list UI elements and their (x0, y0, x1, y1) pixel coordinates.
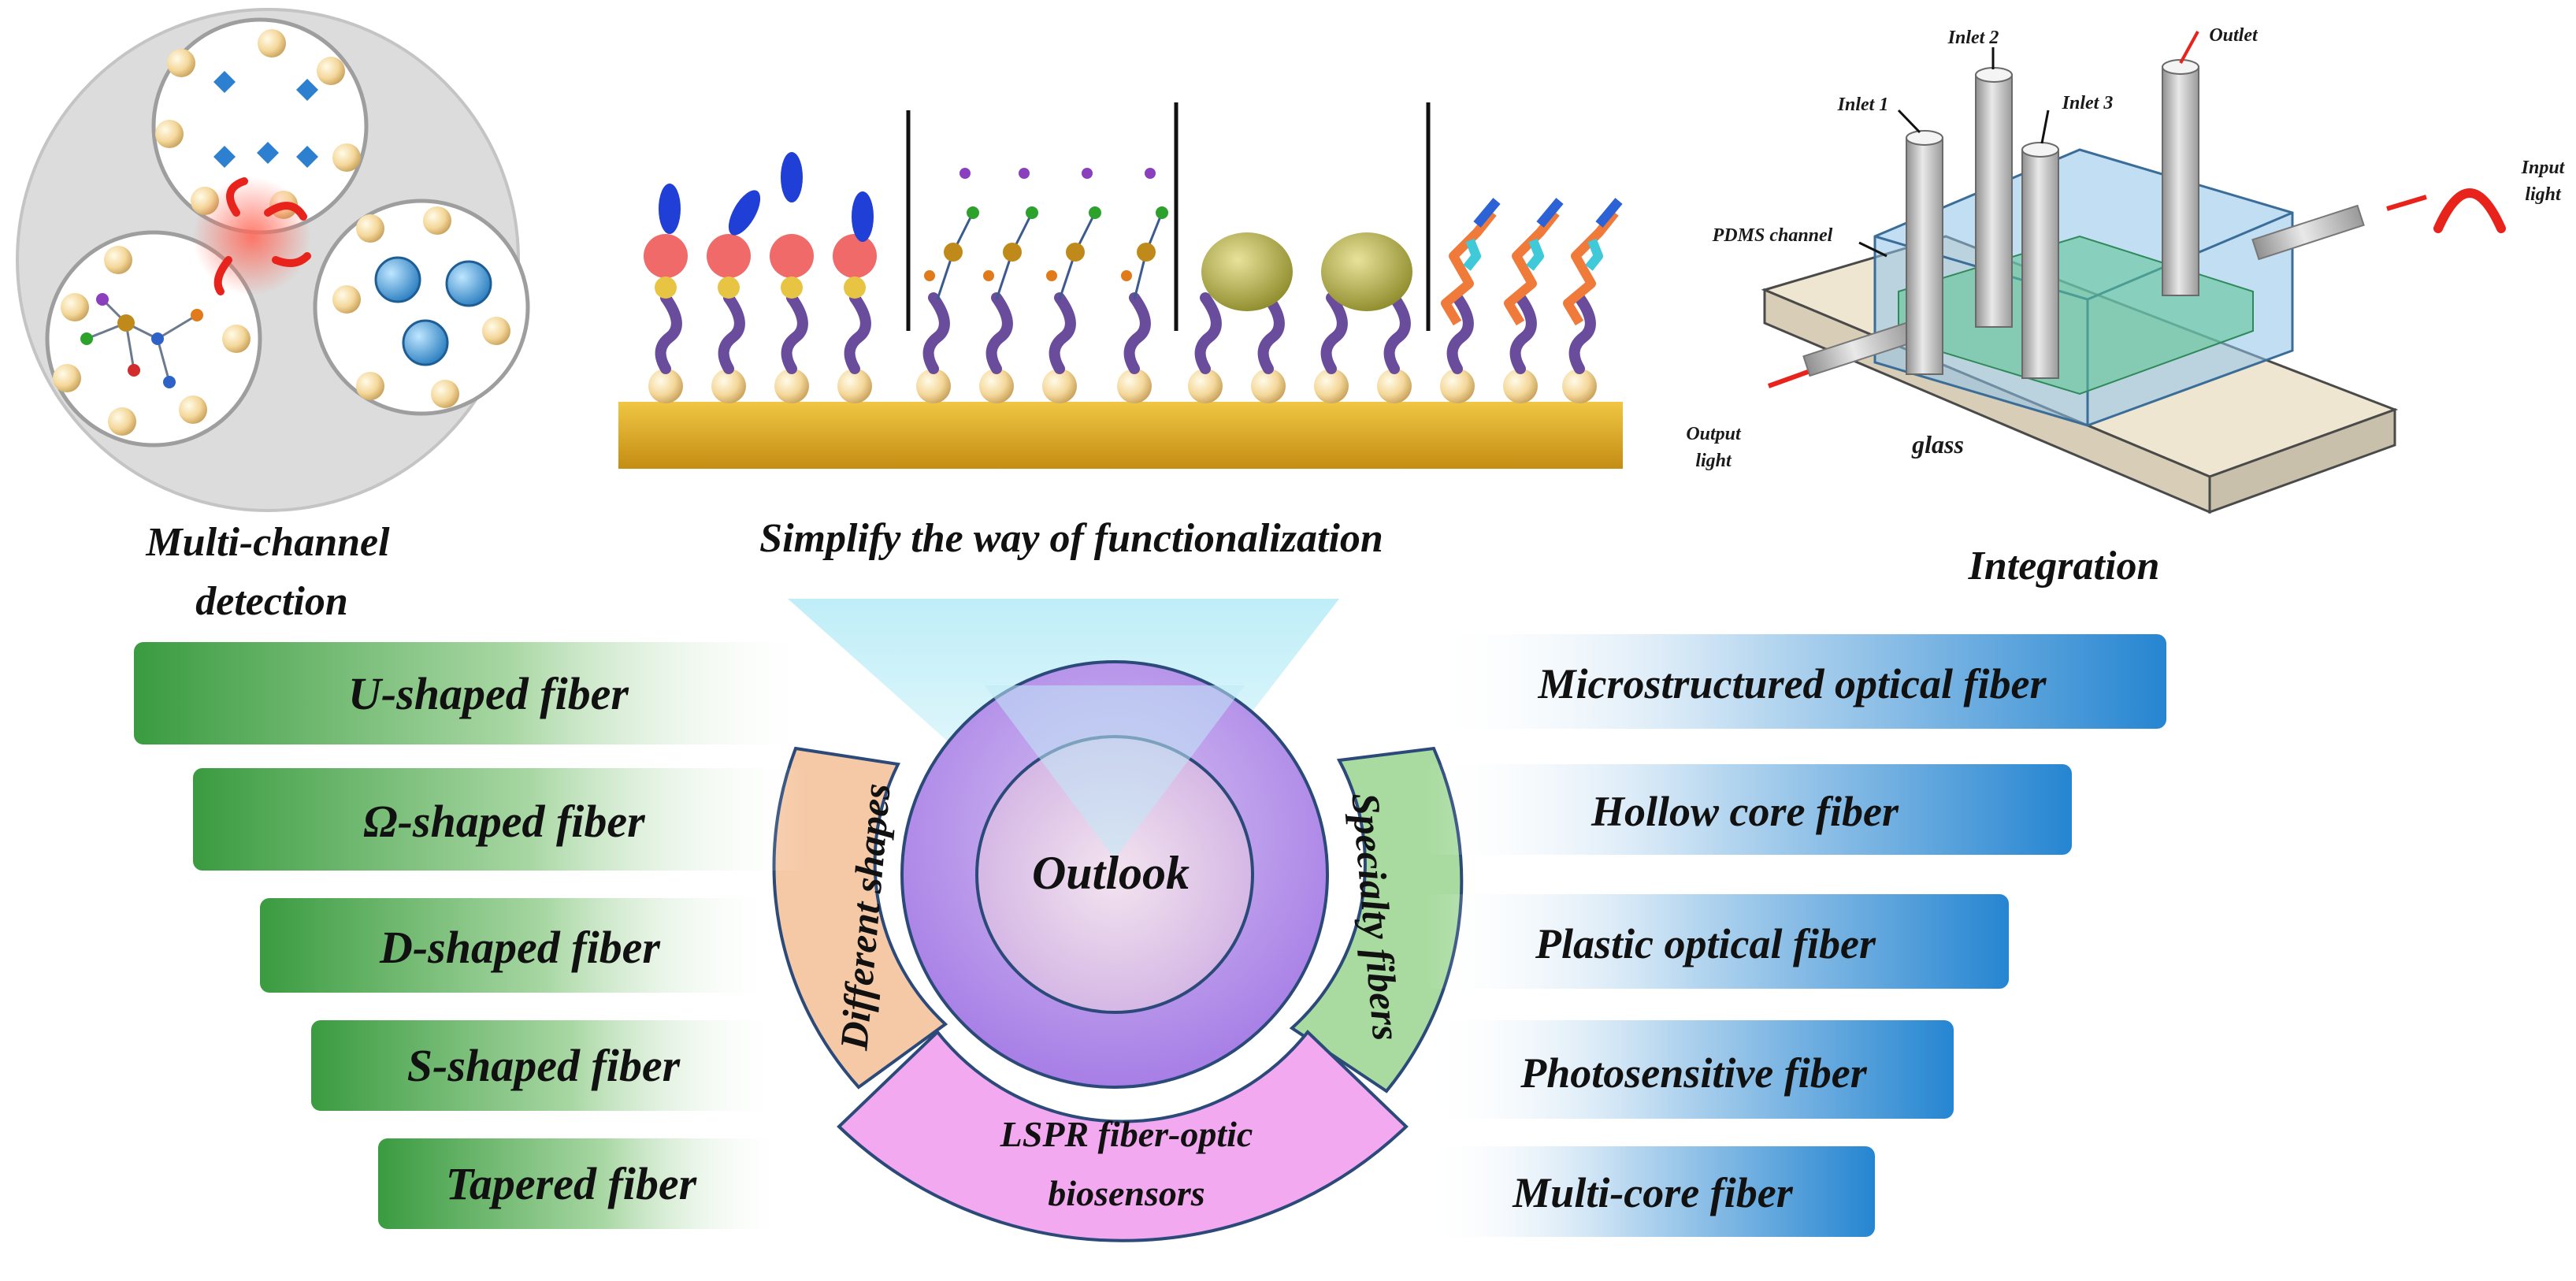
multichannel-illustration (16, 8, 530, 512)
caption-integration: Integration (1968, 544, 2160, 589)
caption-functionalization: Simplify the way of functionalization (759, 516, 1383, 561)
chip-label-output-line2: light (1695, 451, 1732, 471)
chip-label-output-line1: Output (1686, 424, 1742, 444)
left-fiber-list (134, 642, 819, 1229)
left-item-bar (311, 1020, 784, 1111)
right-fiber-list (1426, 634, 2166, 1237)
left-item-bar (134, 642, 819, 744)
right-item-label: Plastic optical fiber (1535, 920, 1876, 967)
hub-center-label: Outlook (1032, 847, 1190, 899)
left-item-bar (193, 768, 807, 871)
chip-label-input-line2: light (2525, 184, 2562, 205)
right-item-bar (1426, 1020, 1954, 1119)
right-item-label: Hollow core fiber (1591, 788, 1899, 835)
functionalization-illustration (618, 102, 1623, 469)
caption-multichannel-line2: detection (195, 579, 348, 624)
right-item-label: Multi-core fiber (1512, 1169, 1793, 1216)
hub-bottom-label-line2: biosensors (1048, 1173, 1204, 1213)
right-item-bar (1426, 634, 2166, 729)
left-item-label: S-shaped fiber (407, 1040, 681, 1091)
bottom-arc-lspr (837, 1030, 1409, 1242)
right-item-bar (1426, 1146, 1875, 1237)
right-item-label: Photosensitive fiber (1520, 1049, 1867, 1097)
left-item-bar (260, 898, 780, 993)
chip-label-pdms: PDMS channel (1712, 225, 1833, 246)
caption-multichannel-line1: Multi-channel (145, 520, 390, 565)
chip-label-input-line1: Input (2521, 158, 2566, 178)
chip-label-glass: glass (1911, 430, 1964, 459)
right-item-bar (1426, 764, 2072, 855)
right-item-label: Microstructured optical fiber (1538, 660, 2047, 707)
left-item-label: Tapered fiber (446, 1158, 697, 1209)
left-item-bar (378, 1138, 788, 1229)
right-arc-specialty-fibers (1289, 746, 1464, 1093)
chip-label-inlet2: Inlet 2 (1947, 28, 1999, 48)
chip-label-outlet: Outlet (2209, 25, 2259, 46)
integration-chip-illustration (1761, 31, 2506, 514)
chip-label-inlet1: Inlet 1 (1837, 95, 1889, 115)
chip-label-inlet3: Inlet 3 (2062, 93, 2114, 113)
hub-bottom-label-line1: LSPR fiber-optic (1000, 1114, 1253, 1154)
outlook-hub (772, 599, 1464, 1242)
left-item-label: U-shaped fiber (348, 668, 629, 719)
left-item-label: D-shaped fiber (379, 922, 660, 973)
right-item-bar (1426, 894, 2009, 989)
left-item-label: Ω-shaped fiber (363, 796, 645, 847)
